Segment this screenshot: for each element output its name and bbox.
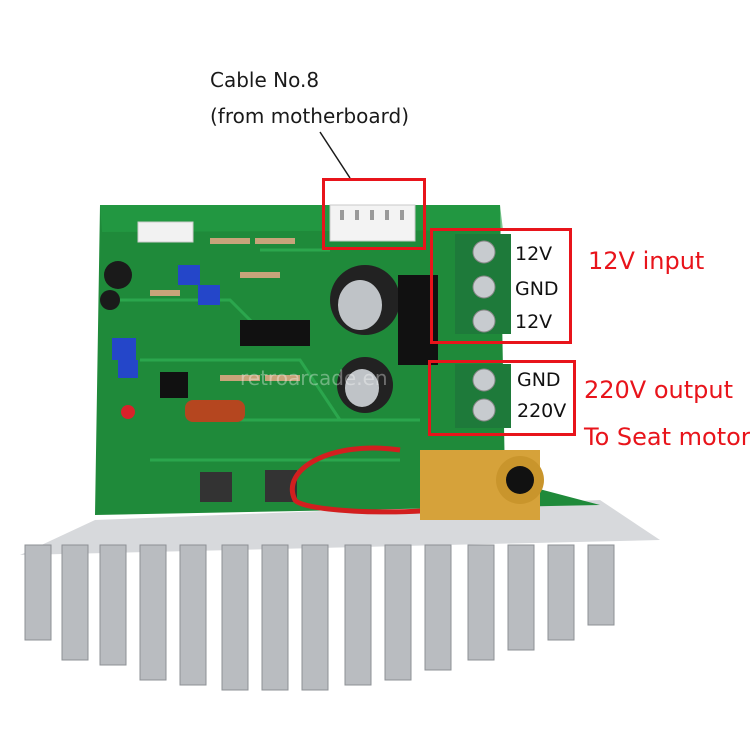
cable-caption-line1: Cable No.8 [210, 68, 320, 92]
connector-highlight-box [322, 178, 426, 250]
input-highlight-box [430, 228, 572, 344]
cable-caption-line2: (from motherboard) [210, 104, 410, 128]
input-terminal-label-2: GND [515, 278, 559, 300]
output-highlight-box [428, 360, 576, 436]
heatsink-fins [24, 544, 615, 691]
trimmer-pot-4 [118, 360, 138, 378]
output-terminal-label-1: GND [517, 369, 561, 391]
film-capacitor [185, 400, 245, 422]
red-led [121, 405, 135, 419]
trimmer-pot-3 [112, 338, 136, 360]
output-annotation: 220V output [584, 376, 734, 404]
callout-line [319, 131, 351, 179]
ic-chip-2 [160, 372, 188, 398]
input-terminal-label-1: 12V [515, 243, 553, 265]
trimmer-pot-2 [198, 285, 220, 305]
small-connector [137, 221, 194, 243]
output-terminal-label-2: 220V [517, 400, 567, 422]
watermark: retroarcade.en [240, 366, 388, 390]
output-destination: To Seat motor [584, 423, 750, 451]
trimmer-pot-1 [178, 265, 200, 285]
input-terminal-label-3: 12V [515, 311, 553, 333]
input-annotation: 12V input [588, 247, 705, 275]
ic-chip-1 [240, 320, 310, 346]
